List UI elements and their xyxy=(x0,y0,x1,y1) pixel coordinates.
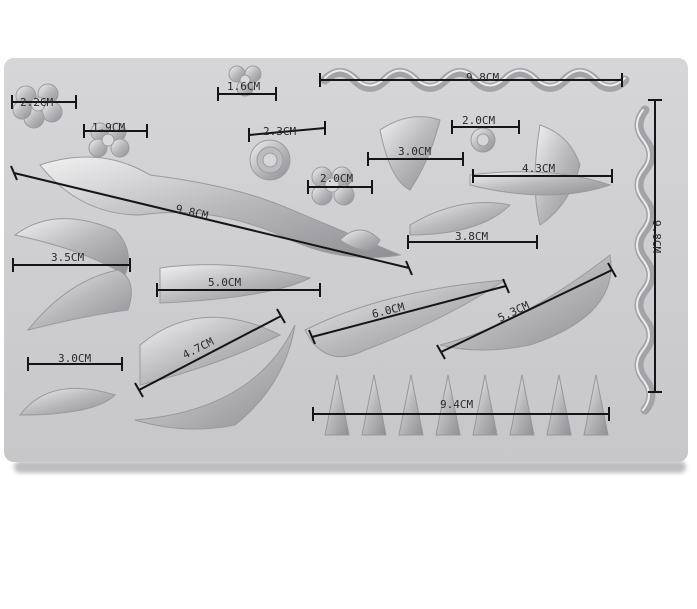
label-shell: 3.5CM xyxy=(51,251,84,264)
label-flower-1: 2.2CM xyxy=(20,96,53,109)
label-flower-4: 2.0CM xyxy=(320,172,353,185)
label-leaf-c: 3.8CM xyxy=(455,230,488,243)
label-small-rose: 2.0CM xyxy=(462,114,495,127)
label-flower-2: 1.9CM xyxy=(92,121,125,134)
label-leaf-a: 3.0CM xyxy=(398,145,431,158)
label-rose: 2.3CM xyxy=(263,125,296,138)
label-top-border: 9.8CM xyxy=(466,71,499,84)
label-feather: 5.0CM xyxy=(208,276,241,289)
label-small-swirl: 3.0CM xyxy=(58,352,91,365)
label-flower-3: 1.6CM xyxy=(227,80,260,93)
label-fan-row: 9.4CM xyxy=(440,398,473,411)
fan-cavities xyxy=(324,374,609,436)
measurement-lines xyxy=(10,73,662,421)
label-leaf-b: 4.3CM xyxy=(522,162,555,175)
mold-shadow xyxy=(14,461,686,473)
measurement-labels: 2.2CM 1.9CM 1.6CM 9.8CM 2.3CM 2.0CM 3.0C… xyxy=(20,71,663,411)
label-side-border: 9.8CM xyxy=(650,220,663,253)
